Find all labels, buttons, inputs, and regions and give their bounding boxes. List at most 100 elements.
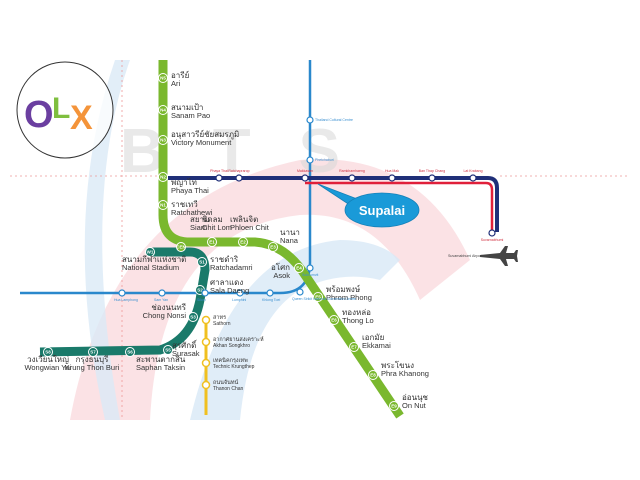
station-code: N5 <box>160 76 166 81</box>
mrt-station-label: Hua Lamphong <box>114 298 138 302</box>
station-saphan-taksin[interactable]: S6 <box>125 347 135 357</box>
station-phloen-chit[interactable]: E2 <box>238 237 248 247</box>
station-ratchathewi[interactable]: N1 <box>158 200 168 210</box>
arl-station[interactable] <box>428 174 436 182</box>
station-name-th: สะพานตากสิน <box>136 355 186 364</box>
gold-station[interactable] <box>201 315 211 325</box>
station-code: E2 <box>240 240 246 245</box>
station-marker <box>329 315 339 325</box>
station-name-th: สยาม <box>190 215 209 224</box>
station-name-en: Ekkamai <box>362 341 391 350</box>
station-ratchadamri[interactable]: S1 <box>197 257 207 267</box>
station-nana[interactable]: E3 <box>268 242 278 252</box>
mrt-station[interactable] <box>296 288 304 296</box>
arl-station[interactable] <box>215 174 223 182</box>
olx-o: O <box>24 94 54 136</box>
station-name-en: Asok <box>273 271 290 280</box>
station-ekkamai[interactable]: E7 <box>349 342 359 352</box>
mrt-station[interactable] <box>306 156 314 164</box>
gold-station[interactable] <box>201 358 211 368</box>
station-ari[interactable]: N5 <box>158 73 168 83</box>
airplane-icon <box>480 246 518 266</box>
arl-station[interactable] <box>348 174 356 182</box>
arl-station[interactable] <box>235 174 243 182</box>
station-name-en: Ratchadamri <box>210 263 253 272</box>
arl-station-label: Ban Thap Chang <box>419 169 445 173</box>
station-phrom-phong[interactable]: E5 <box>313 292 323 302</box>
station-marker <box>158 172 168 182</box>
mrt-station[interactable] <box>201 289 209 297</box>
station-name-th: เอกมัย <box>362 333 384 342</box>
station-surasak[interactable]: S5 <box>163 345 173 355</box>
mrt-station-label: Silom <box>197 298 206 302</box>
station-code: E7 <box>351 345 357 350</box>
station-name-en: Chit Lom <box>202 223 232 232</box>
mrt-station[interactable] <box>118 289 126 297</box>
arl-station[interactable] <box>469 174 477 182</box>
station-name-en: Saphan Taksin <box>136 363 185 372</box>
station-asok[interactable]: E4 <box>294 263 304 273</box>
station-name-en: Phloen Chit <box>230 223 270 232</box>
arl-line-navy <box>168 176 499 232</box>
bg-blue-arc <box>190 240 400 420</box>
station-wongwian-yai[interactable]: S8 <box>43 347 53 357</box>
station-code: S3 <box>190 315 196 320</box>
arl-station[interactable] <box>488 229 496 237</box>
station-marker <box>43 347 53 357</box>
station-krung-thon-buri[interactable]: S7 <box>88 347 98 357</box>
station-marker <box>176 242 186 252</box>
station-code: N1 <box>160 203 166 208</box>
arl-station-label: Makkasan <box>297 169 313 173</box>
mrt-station-label: Queen Sirikit National Convention Centre <box>292 297 356 301</box>
supalai-callout[interactable]: Supalai <box>317 183 420 228</box>
gold-station[interactable] <box>201 380 211 390</box>
station-name-th: สนามเป้า <box>171 103 203 112</box>
arl-line-red <box>305 181 494 232</box>
bg-blue-arc-left <box>84 60 130 420</box>
mrt-station[interactable] <box>306 264 314 272</box>
station-name-th: อโศก <box>271 262 290 272</box>
gold-station-th: อากาศยานสงเคราะห์ <box>213 336 264 343</box>
mrt-station[interactable] <box>266 289 274 297</box>
station-name-en: Siam <box>190 223 207 232</box>
station-name-en: Sala Daeng <box>210 286 249 295</box>
station-name-en: Surasak <box>172 349 200 358</box>
station-sanam-pao[interactable]: N4 <box>158 105 168 115</box>
gold-station-en: Technic Krungthep <box>213 364 255 370</box>
olx-logo: O L X <box>16 61 114 159</box>
station-code: E8 <box>370 373 376 378</box>
station-marker <box>349 342 359 352</box>
arl-station[interactable] <box>388 174 396 182</box>
bts-watermark: BTS <box>120 117 388 186</box>
station-victory-monument[interactable]: N3 <box>158 135 168 145</box>
mrt-station[interactable] <box>158 289 166 297</box>
mrt-station[interactable] <box>236 289 244 297</box>
gold-station-th: สาทร <box>213 314 226 321</box>
station-code: S7 <box>90 350 96 355</box>
arl-station[interactable] <box>301 174 309 182</box>
station-marker <box>368 370 378 380</box>
station-name-en: Thong Lo <box>342 316 374 325</box>
station-code: E3 <box>270 245 276 250</box>
station-code: S1 <box>199 260 205 265</box>
station-phaya-thai[interactable]: N2 <box>158 172 168 182</box>
station-code: E4 <box>296 266 302 271</box>
station-thong-lo[interactable]: E6 <box>329 315 339 325</box>
olx-l: L <box>52 92 70 125</box>
station-name-en: Ratchathewi <box>171 208 213 217</box>
station-code: E5 <box>315 295 321 300</box>
gold-station[interactable] <box>201 337 211 347</box>
station-national-stadium[interactable]: W1 <box>145 247 155 257</box>
arl-station-label: Lat Krabang <box>463 169 482 173</box>
station-code: CEN <box>176 245 186 250</box>
station-on-nut[interactable]: E9 <box>389 401 399 411</box>
station-code: S5 <box>165 348 171 353</box>
station-name-th: ทองหล่อ <box>342 308 371 317</box>
station-siam[interactable]: CEN <box>176 242 186 252</box>
mrt-station[interactable] <box>306 116 314 124</box>
station-phra-khanong[interactable]: E8 <box>368 370 378 380</box>
station-chong-nonsi[interactable]: S3 <box>188 312 198 322</box>
station-chit-lom[interactable]: E1 <box>207 237 217 247</box>
